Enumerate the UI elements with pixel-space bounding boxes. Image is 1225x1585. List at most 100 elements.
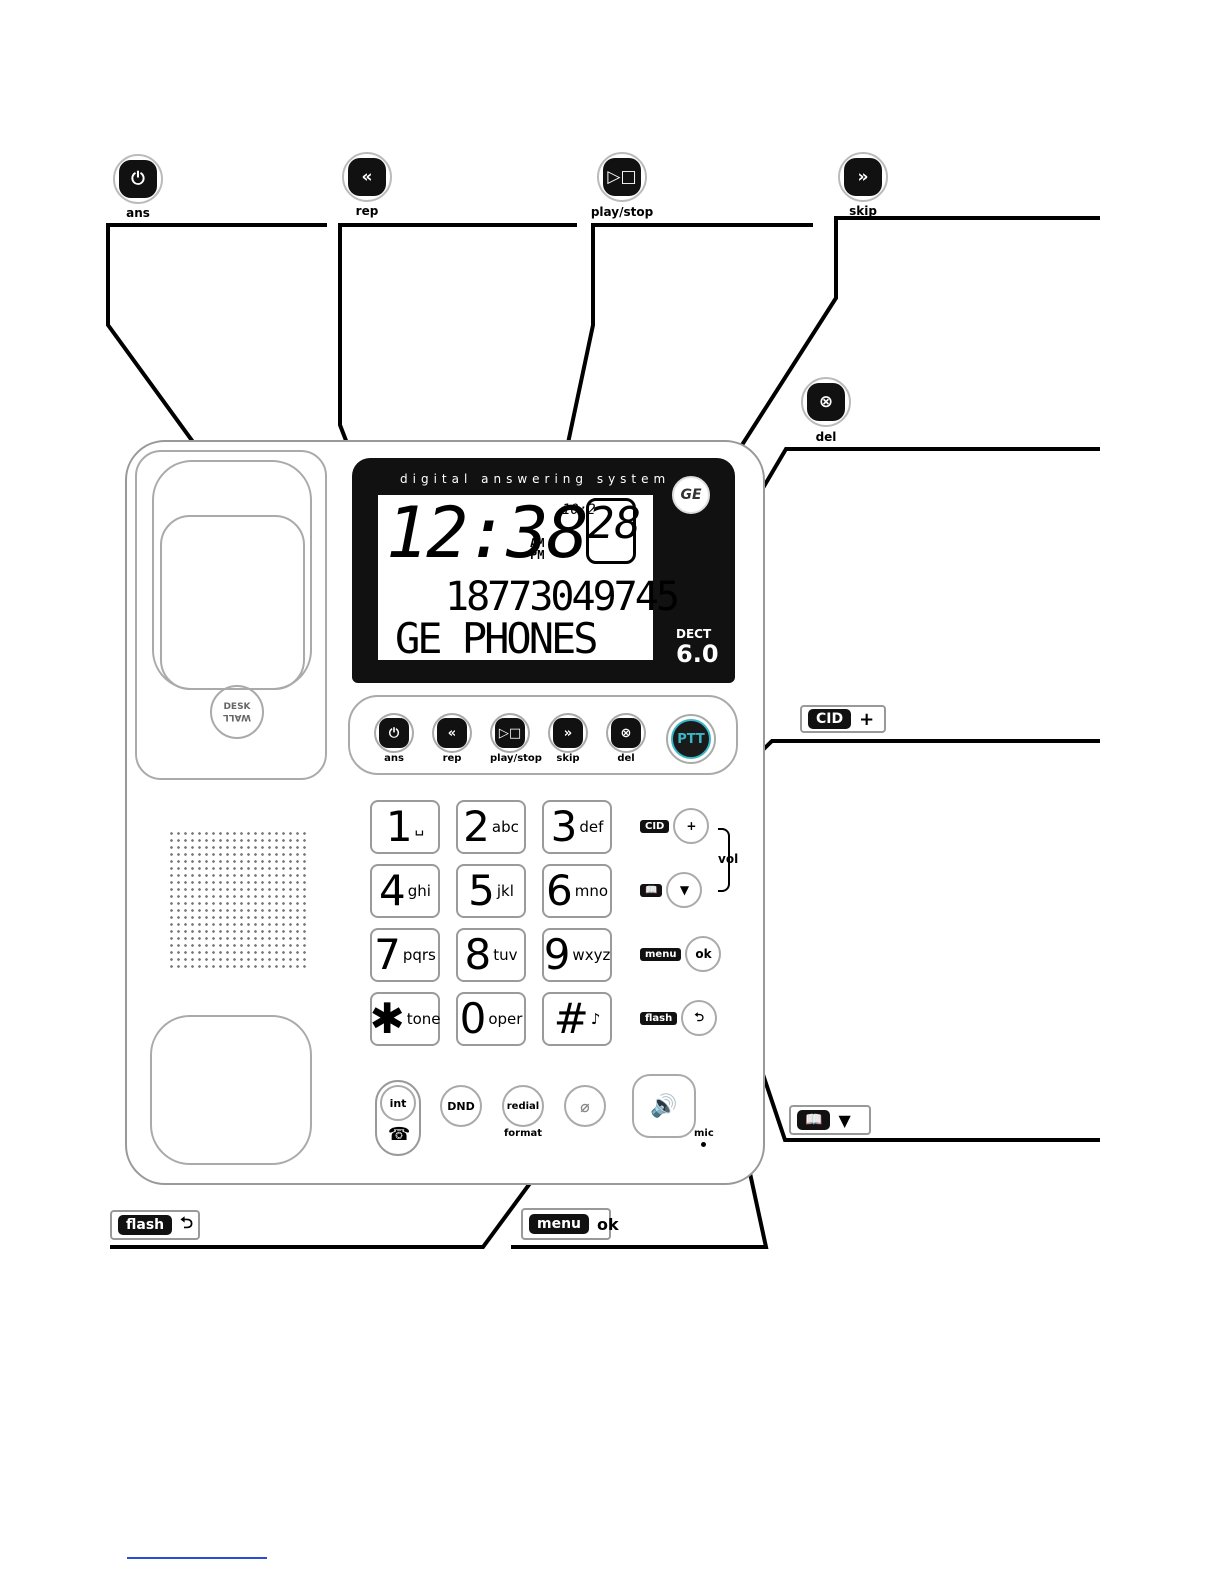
- callout-rep-label: rep: [355, 204, 379, 218]
- lcd-time: 12:38: [386, 492, 589, 574]
- lcd-name: GE PHONES: [395, 614, 599, 663]
- callout-play-stop-button: ▷□: [597, 152, 647, 202]
- flash-tag: flash: [640, 1011, 678, 1025]
- callout-cid-up: CID +: [800, 705, 886, 733]
- vol-label: vol: [718, 852, 739, 866]
- key-digit: 5: [468, 866, 495, 915]
- del-button-label: del: [617, 753, 635, 764]
- play-stop-button[interactable]: ▷□: [490, 713, 530, 753]
- phonebook-volume-down-button[interactable]: 📖 ▼: [640, 872, 703, 908]
- key-letters: jkl: [496, 882, 514, 900]
- play-stop-button-label: play/stop: [490, 753, 542, 764]
- key-letters: tuv: [493, 946, 518, 964]
- back-arrow-icon: ⮌: [180, 1212, 193, 1232]
- ge-logo: GE: [672, 476, 710, 514]
- key-11[interactable]: #♪: [542, 992, 612, 1046]
- volume-down-icon: ▼: [666, 872, 703, 908]
- skip-button-group: »skip: [548, 713, 588, 764]
- callout-del-button: ⊗: [801, 377, 851, 427]
- fast-forward-icon: »: [553, 718, 583, 748]
- lcd-screen: [378, 495, 653, 660]
- phonebook-icon: 📖: [640, 883, 663, 897]
- power-icon: ⏻: [119, 160, 157, 198]
- skip-button[interactable]: »: [548, 713, 588, 753]
- cid-tag: CID: [808, 709, 852, 729]
- wall-label: WALL: [223, 712, 251, 722]
- phonebook-icon: 📖: [797, 1110, 831, 1130]
- lcd-message-count: 28: [588, 498, 641, 549]
- callout-del-label: del: [815, 430, 837, 444]
- desk-wall-tab[interactable]: DESK WALL: [210, 685, 264, 739]
- key-digit: ✱: [369, 994, 405, 1043]
- key-digit: 8: [464, 930, 492, 979]
- footer-link-underline: [127, 1557, 267, 1559]
- del-button[interactable]: ⊗: [606, 713, 646, 753]
- intercom-button-pill: [375, 1080, 421, 1156]
- answering-buttons: ⏻ans«rep▷□play/stop»skip⊗del: [374, 713, 646, 764]
- int-button[interactable]: int: [380, 1085, 416, 1121]
- del-button-group: ⊗del: [606, 713, 646, 764]
- callout-book-down: 📖 ▼: [789, 1105, 871, 1135]
- play-stop-button-group: ▷□play/stop: [490, 713, 542, 764]
- desk-label: DESK: [223, 702, 251, 712]
- lcd-message-box: [586, 498, 636, 564]
- dect-label: DECT: [676, 627, 712, 641]
- key-digit: 3: [550, 802, 578, 851]
- mute-button[interactable]: ⌀: [564, 1085, 606, 1127]
- key-9[interactable]: ✱tone: [369, 992, 441, 1046]
- back-arrow-icon: ⮌: [681, 1000, 718, 1036]
- key-letters: mno: [574, 882, 609, 900]
- mic-hole: [701, 1142, 706, 1147]
- rep-button[interactable]: «: [432, 713, 472, 753]
- key-letters: wxyz: [572, 946, 611, 964]
- dnd-button[interactable]: DND: [440, 1085, 482, 1127]
- speakerphone-button[interactable]: 🔊: [632, 1074, 696, 1138]
- ans-button-label: ans: [384, 753, 404, 764]
- callout-skip-button: »: [838, 152, 888, 202]
- intercom-icon: ☎: [388, 1124, 411, 1145]
- mic-label: mic: [694, 1128, 714, 1139]
- menu-ok-button[interactable]: menu ok: [640, 936, 722, 972]
- ptt-label: PTT: [671, 719, 711, 759]
- flash-tag: flash: [118, 1215, 173, 1235]
- key-digit: 7: [374, 930, 401, 979]
- down-arrow-icon: ▼: [838, 1110, 851, 1130]
- format-label: format: [503, 1128, 543, 1139]
- callout-play-stop-label: play/stop: [590, 205, 654, 219]
- lcd-ampm: AM PM: [530, 536, 545, 562]
- play-stop-icon: ▷□: [603, 158, 641, 196]
- redial-button[interactable]: redial: [502, 1085, 544, 1127]
- key-letters: ␣: [414, 818, 425, 836]
- key-letters: ♪: [590, 1010, 601, 1028]
- key-digit: 2: [463, 802, 490, 851]
- ptt-button[interactable]: PTT: [666, 714, 716, 764]
- volume-up-icon: +: [673, 808, 710, 844]
- display-header: digital answering system: [400, 472, 671, 486]
- key-letters: tone: [406, 1010, 441, 1028]
- callout-ans-button: ⏻: [113, 154, 163, 204]
- flash-back-button[interactable]: flash ⮌: [640, 1000, 718, 1036]
- key-digit: 6: [545, 866, 573, 915]
- ans-button[interactable]: ⏻: [374, 713, 414, 753]
- dect-version: 6.0: [676, 640, 719, 668]
- key-0[interactable]: 1␣: [370, 800, 440, 854]
- rep-button-group: « rep: [432, 713, 472, 764]
- key-letters: pqrs: [402, 946, 436, 964]
- key-letters: oper: [488, 1010, 523, 1028]
- callout-flash-back: flash ⮌: [110, 1210, 200, 1240]
- rep-button-label: rep: [442, 753, 462, 764]
- cid-volume-up-button[interactable]: CID +: [640, 808, 710, 844]
- ok-label: ok: [685, 936, 722, 972]
- rewind-icon: «: [348, 158, 386, 196]
- rewind-icon: «: [437, 718, 467, 748]
